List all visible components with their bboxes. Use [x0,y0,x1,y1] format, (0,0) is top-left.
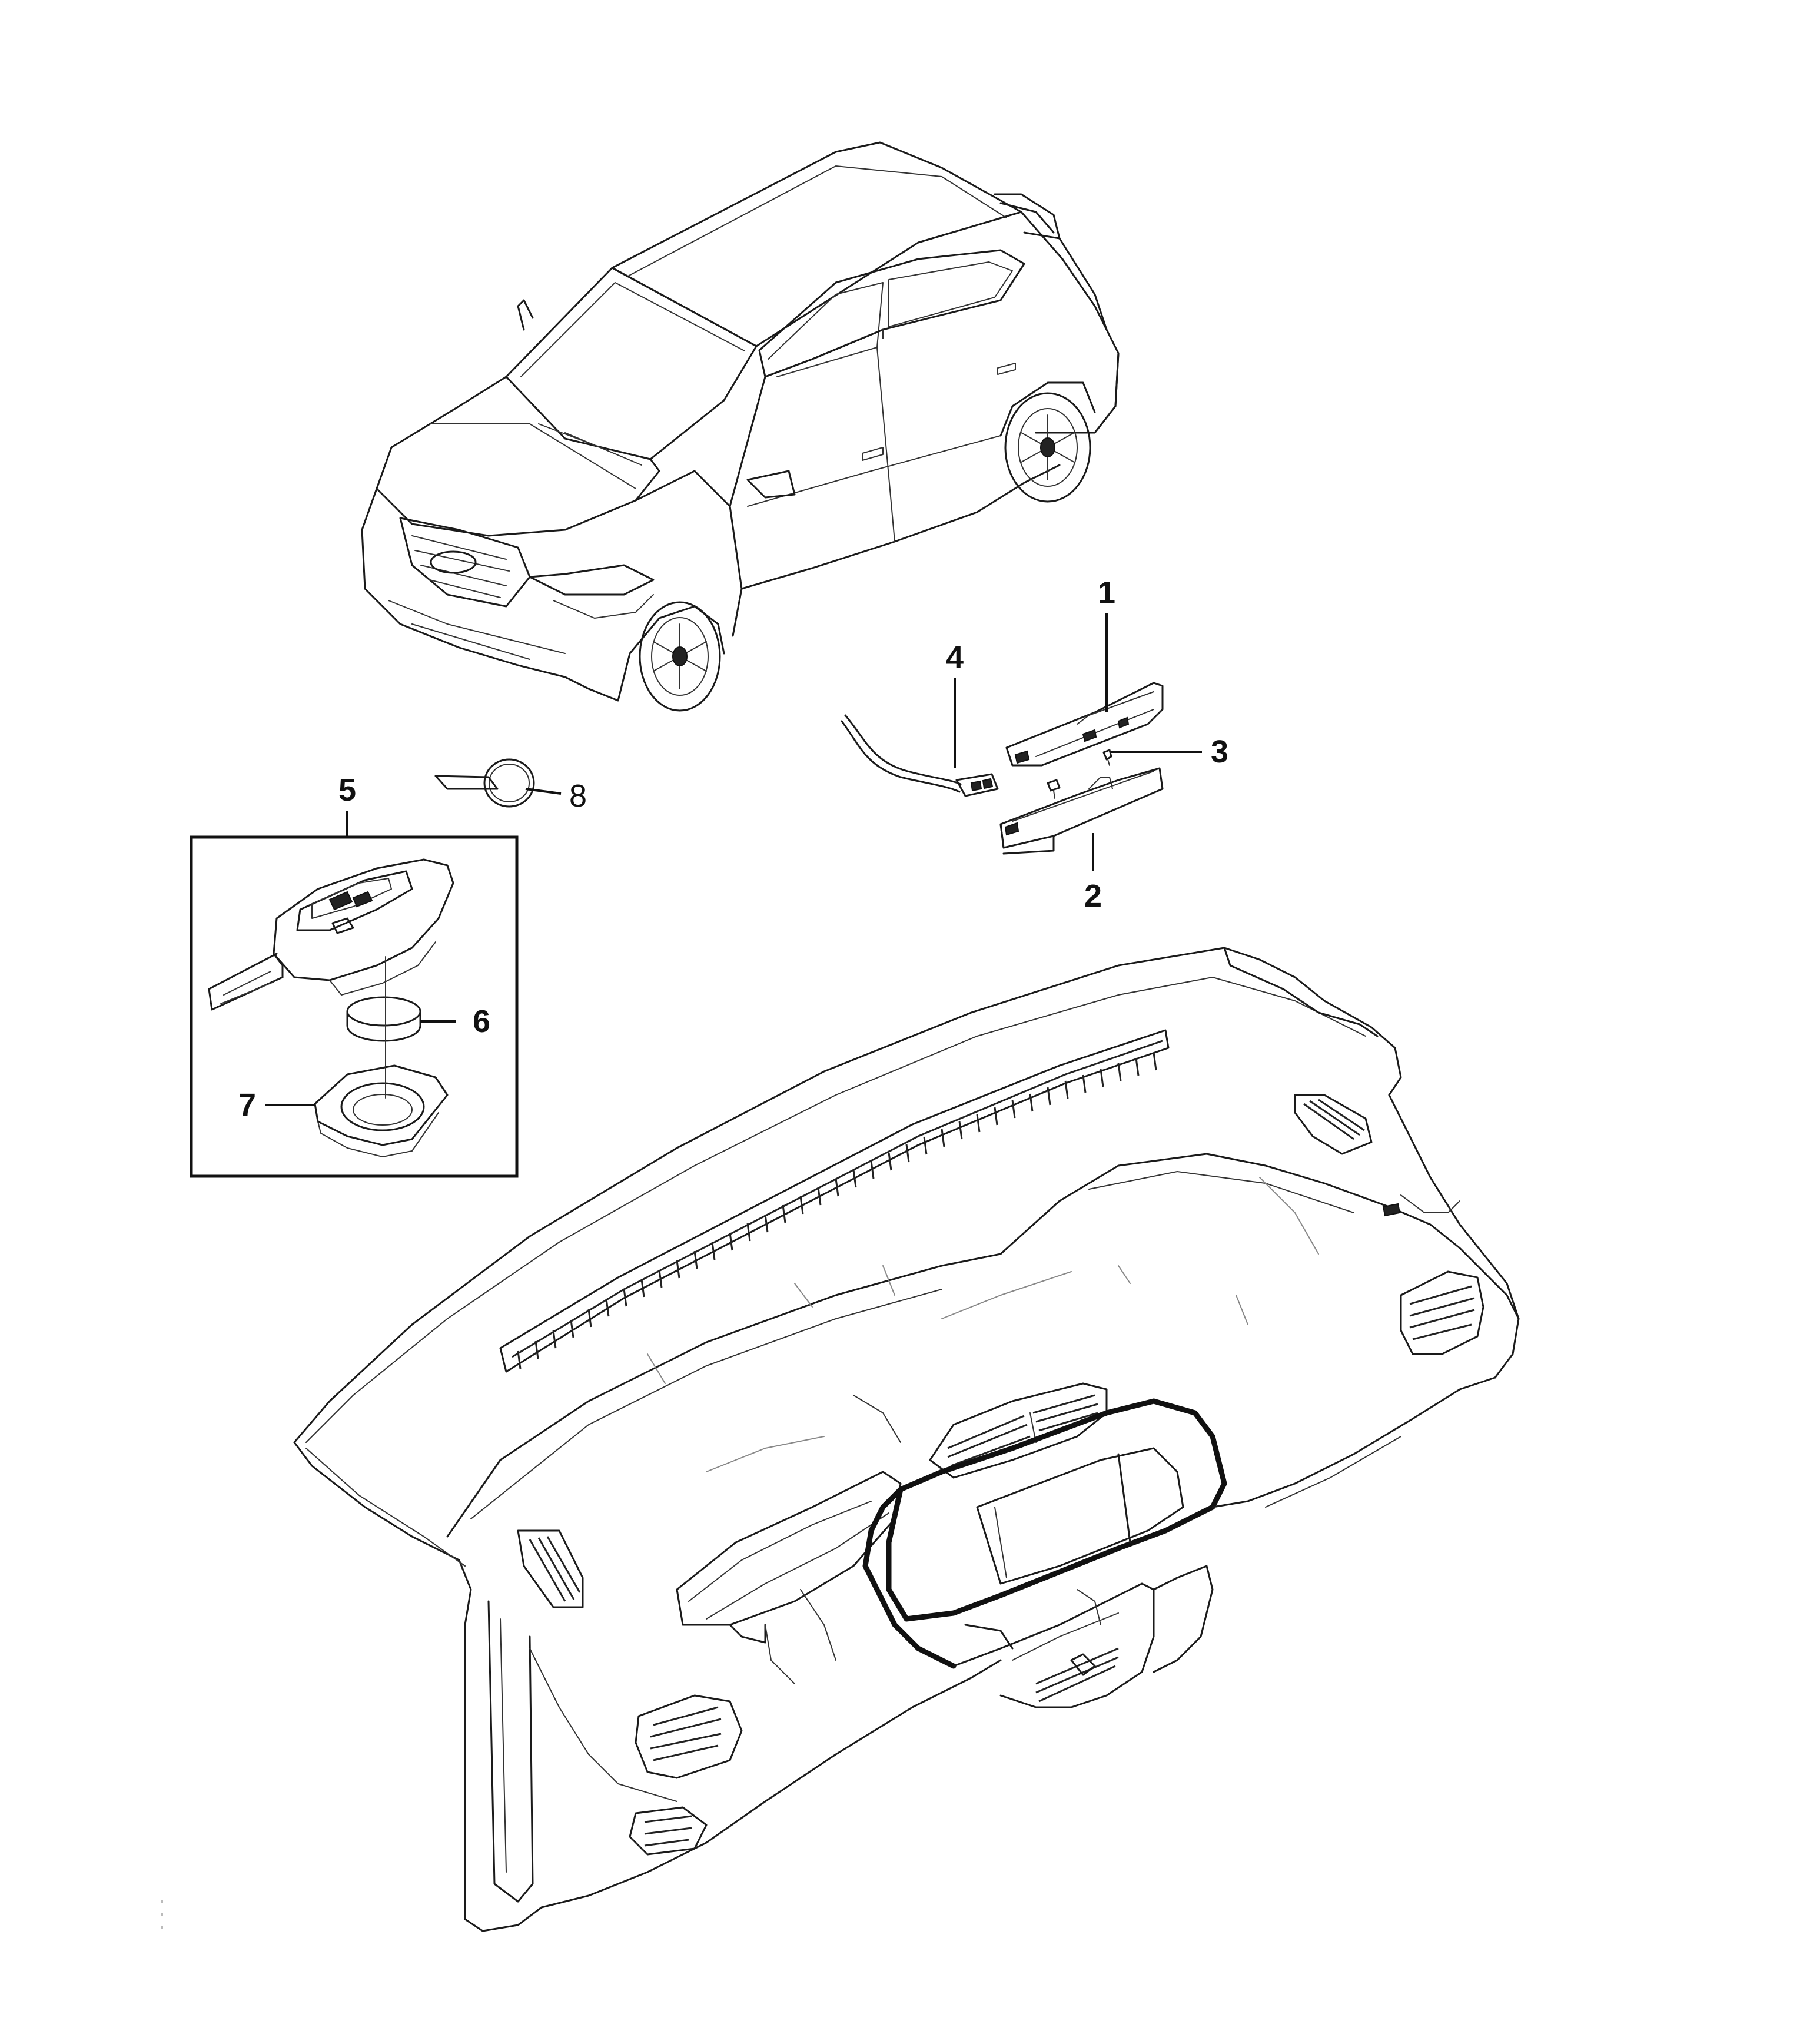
scan-marks [161,1900,163,1929]
callout-labels: 1 2 3 4 5 6 7 8 [238,575,1228,1123]
callout-4: 4 [946,640,964,675]
leader-lines [265,613,1202,1106]
receiver-module-upper [1005,682,1164,766]
center-display-opening [886,1398,1227,1622]
key-ring-tag [434,758,535,808]
battery-icon [346,996,421,1042]
callout-8: 8 [569,778,587,814]
wiring-harness-connector [841,714,999,797]
callout-2: 2 [1084,878,1102,914]
callout-1: 1 [1098,575,1115,610]
callout-3: 3 [1211,734,1228,769]
defrost-grille-ribs [517,1052,1157,1369]
callout-7: 7 [238,1087,256,1123]
remote-key-battery-cover [314,1064,449,1157]
fastener-screw [1047,749,1112,799]
car-illustration [361,141,1120,712]
callout-6: 6 [473,1004,490,1039]
callout-5: 5 [338,772,356,808]
leader-8 [525,788,562,795]
remote-key-kit-frame [190,835,519,1178]
dashboard-illustration [293,947,1520,1932]
remote-key-icon [208,858,454,1011]
receiver-module-bracket [999,767,1164,855]
